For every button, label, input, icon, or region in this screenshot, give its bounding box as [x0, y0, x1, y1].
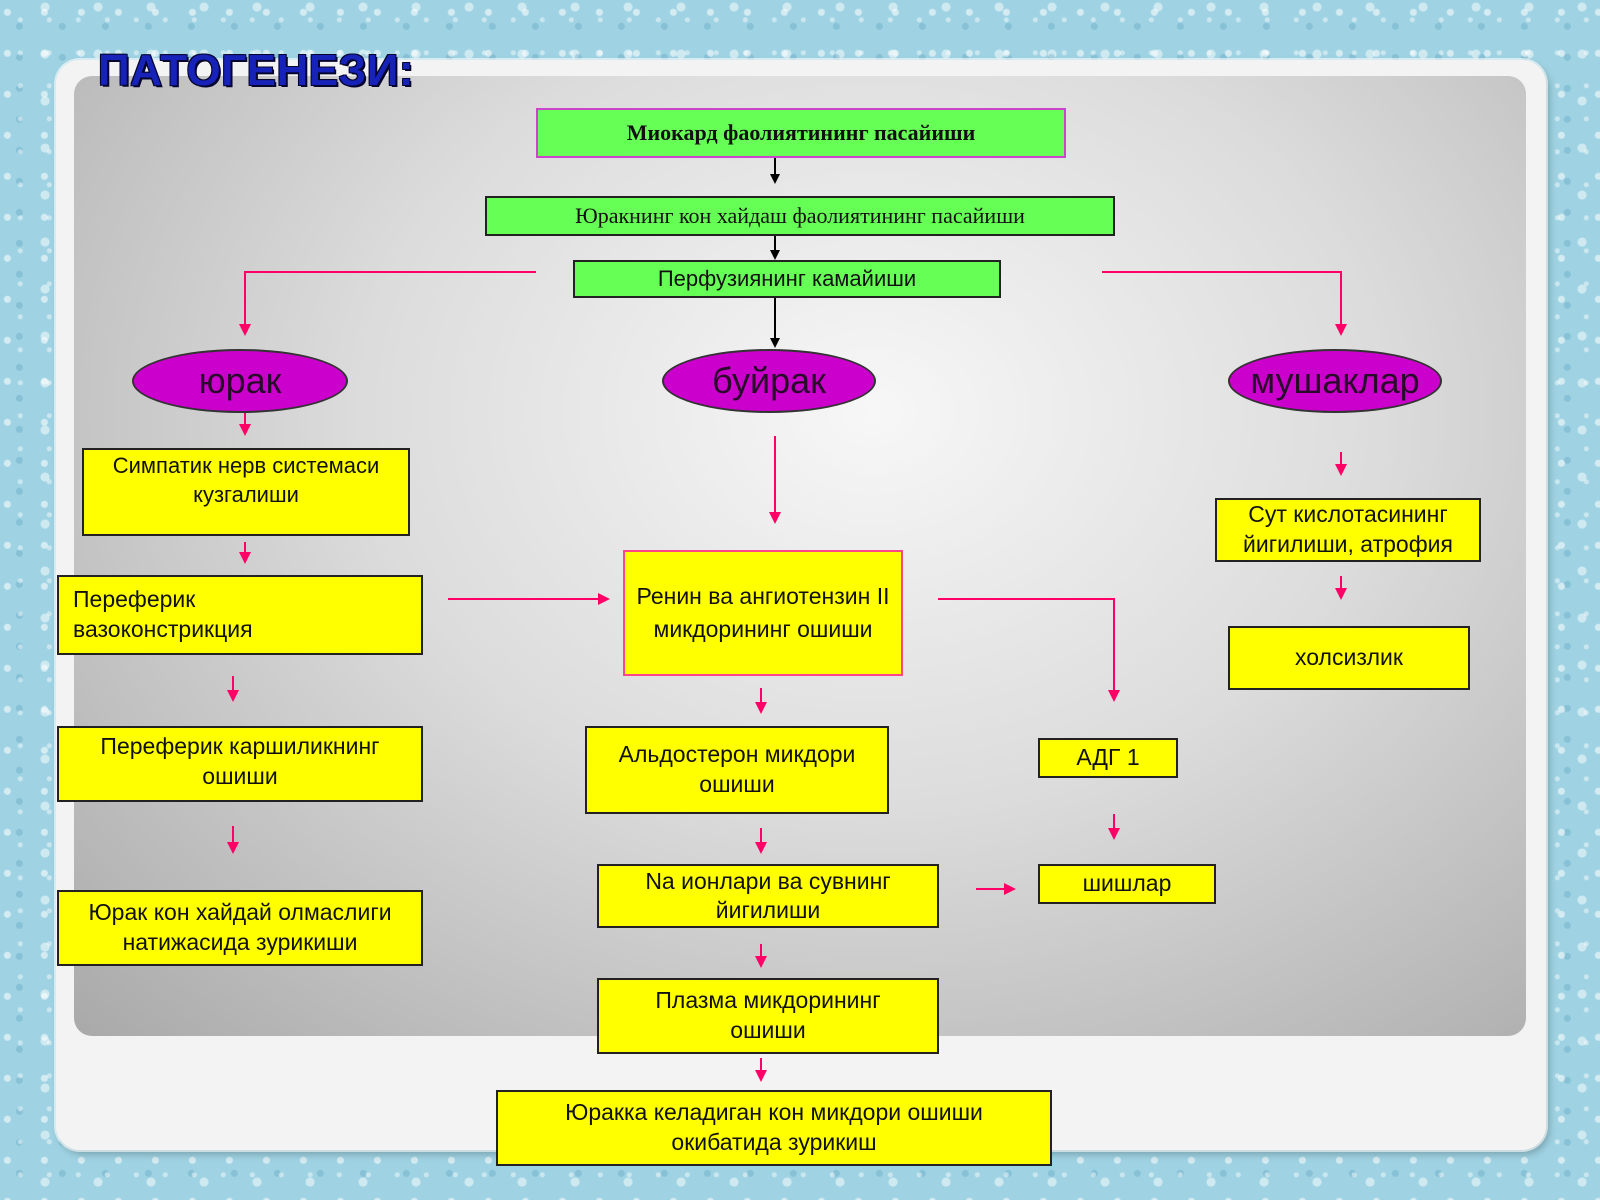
box-adh: АДГ 1: [1038, 738, 1178, 778]
box-plasma-increase-label: Плазма микдорининг ошиши: [655, 987, 881, 1043]
box-sodium-water-retention-label: Na ионлари ва сувнинг йигилиши: [645, 868, 891, 923]
oval-kidney: буйрак: [662, 349, 876, 413]
box-pumping-decline-label: Юракнинг кон хайдаш фаолиятининг пасайиш…: [575, 202, 1025, 228]
box-lactic-acid-atrophy: Сут кислотасининг йигилиши, атрофия: [1215, 498, 1481, 562]
box-adh-label: АДГ 1: [1076, 744, 1140, 771]
oval-muscles: мушаклар: [1228, 349, 1442, 413]
box-perfusion-decrease: Перфузиянинг камайиши: [573, 260, 1001, 298]
box-peripheral-resistance-label: Переферик каршиликнинг ошиши: [100, 733, 380, 789]
box-peripheral-vasoconstriction: Переферик вазоконстрикция: [57, 575, 423, 655]
oval-muscles-label: мушаклар: [1250, 360, 1420, 401]
box-weakness: холсизлик: [1228, 626, 1470, 690]
box-edema: шишлар: [1038, 864, 1216, 904]
box-lactic-acid-atrophy-label: Сут кислотасининг йигилиши, атрофия: [1243, 501, 1453, 557]
oval-kidney-label: буйрак: [712, 360, 826, 401]
box-perfusion-decrease-label: Перфузиянинг камайиши: [657, 265, 917, 291]
box-aldosterone-increase: Альдостерон микдори ошиши: [585, 726, 889, 814]
box-peripheral-vasoconstriction-label: Переферик вазоконстрикция: [73, 586, 253, 642]
oval-heart-label: юрак: [198, 360, 282, 401]
slide-title: ПАТОГЕНЕЗИ:: [98, 46, 414, 95]
box-aldosterone-increase-label: Альдостерон микдори ошиши: [618, 741, 856, 797]
box-renin-angiotensin-label: Ренин ва ангиотензин II микдорининг ошиш…: [636, 582, 890, 642]
box-plasma-increase: Плазма микдорининг ошиши: [597, 978, 939, 1054]
box-sympathetic-activation-label: Симпатик нерв системаси кузгалиши: [112, 453, 380, 507]
box-heart-strain-label: Юрак кон хайдай олмаслиги натижасида зур…: [88, 899, 392, 955]
box-weakness-label: холсизлик: [1295, 644, 1403, 671]
box-heart-strain: Юрак кон хайдай олмаслиги натижасида зур…: [57, 890, 423, 966]
box-venous-return-strain-label: Юракка келадиган кон микдори ошиши окиба…: [565, 1099, 983, 1155]
box-edema-label: шишлар: [1082, 870, 1172, 897]
box-myocardium-decline-label: Миокард фаолиятининг пасайиши: [626, 119, 976, 145]
box-venous-return-strain: Юракка келадиган кон микдори ошиши окиба…: [496, 1090, 1052, 1166]
box-peripheral-resistance: Переферик каршиликнинг ошиши: [57, 726, 423, 802]
box-pumping-decline: Юракнинг кон хайдаш фаолиятининг пасайиш…: [485, 196, 1115, 236]
oval-heart: юрак: [132, 349, 348, 413]
box-renin-angiotensin: Ренин ва ангиотензин II микдорининг ошиш…: [623, 550, 903, 676]
box-sodium-water-retention: Na ионлари ва сувнинг йигилиши: [597, 864, 939, 928]
box-sympathetic-activation: Симпатик нерв системаси кузгалиши: [82, 448, 410, 536]
box-myocardium-decline: Миокард фаолиятининг пасайиши: [536, 108, 1066, 158]
